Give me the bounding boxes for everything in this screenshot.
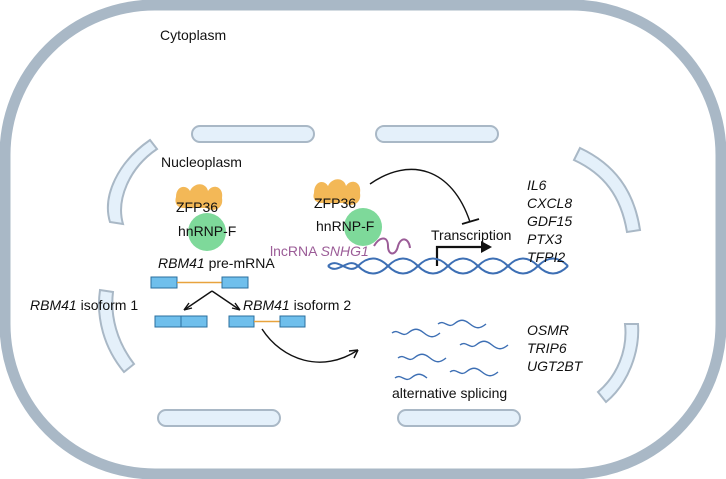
isoform1-label: RBM41 isoform 1 [30, 297, 138, 313]
nuclear-envelope [98, 125, 642, 427]
inhibition-bar [461, 218, 480, 225]
isoform2-label: RBM41 isoform 2 [243, 297, 351, 313]
target-gene: CXCL8 [527, 195, 572, 211]
hnrnpf-protein-right [344, 208, 382, 246]
isoform1-exon-1 [154, 315, 182, 328]
target-gene: GDF15 [527, 213, 572, 229]
dna-helix [327, 257, 569, 275]
splicing-arrowhead [348, 349, 359, 359]
isoform2-exon-2 [279, 315, 306, 328]
premrna-exon-1 [150, 276, 178, 289]
splicing-gene: OSMR [527, 322, 569, 338]
hnrnpf-protein [188, 213, 226, 251]
transcription-target-list: IL6 CXCL8 GDF15 PTX3 TFPI2 [527, 177, 572, 265]
isoform2-exon-1 [228, 315, 255, 328]
splicing-arrow [261, 328, 359, 363]
inhibition-arrow [369, 168, 471, 223]
splice-arrows [183, 290, 241, 311]
premrna-label: RBM41 pre-mRNA [158, 255, 275, 271]
target-gene: PTX3 [527, 231, 562, 247]
mrna-transcripts [391, 319, 509, 381]
transcription-label: Transcription [431, 227, 511, 243]
isoform1-exon-2 [180, 315, 208, 328]
zfp36-protein-right [313, 179, 361, 205]
splicing-gene: UGT2BT [527, 358, 584, 374]
hnrnpf-label-right: hnRNP-F [316, 218, 374, 234]
zfp36-protein [175, 184, 223, 210]
splicing-target-list: OSMR TRIP6 UGT2BT [527, 322, 584, 374]
cytoplasm-label: Cytoplasm [160, 27, 226, 43]
transcription-arrowhead [481, 241, 492, 253]
hnrnpf-label: hnRNP-F [178, 223, 236, 239]
lncrna-label: lncRNA SNHG1 [270, 243, 369, 259]
alternative-splicing-label: alternative splicing [392, 385, 507, 401]
nucleoplasm-label: Nucleoplasm [161, 154, 242, 170]
zfp36-label-right: ZFP36 [314, 195, 356, 211]
splicing-gene: TRIP6 [527, 340, 567, 356]
premrna-exon-2 [221, 276, 249, 289]
target-gene: TFPI2 [527, 249, 565, 265]
target-gene: IL6 [527, 177, 547, 193]
lncrna-strand [373, 237, 411, 255]
zfp36-label: ZFP36 [176, 199, 218, 215]
